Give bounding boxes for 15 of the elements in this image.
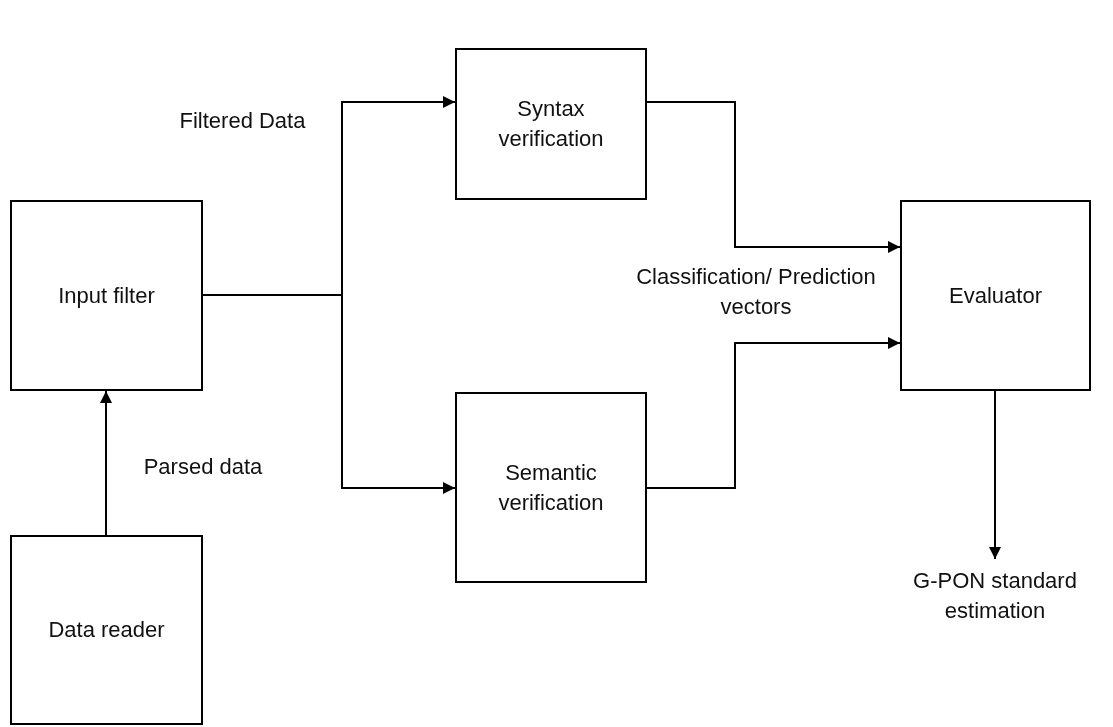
process-box	[900, 200, 1091, 391]
box-label: Input filter	[58, 281, 155, 310]
process-box	[455, 392, 647, 583]
arrow	[100, 390, 112, 536]
arrow	[646, 101, 901, 253]
arrow	[646, 337, 901, 489]
process-box	[455, 48, 647, 200]
box-label: Semantic verification	[497, 458, 605, 517]
box-label: Evaluator	[949, 281, 1042, 310]
box-label: Syntax verification	[497, 95, 605, 153]
output-text: G-PON standard estimation	[880, 563, 1110, 629]
process-box	[10, 535, 203, 725]
box-label: Data reader	[48, 616, 165, 645]
process-box	[10, 200, 203, 391]
arrow	[989, 390, 1001, 560]
